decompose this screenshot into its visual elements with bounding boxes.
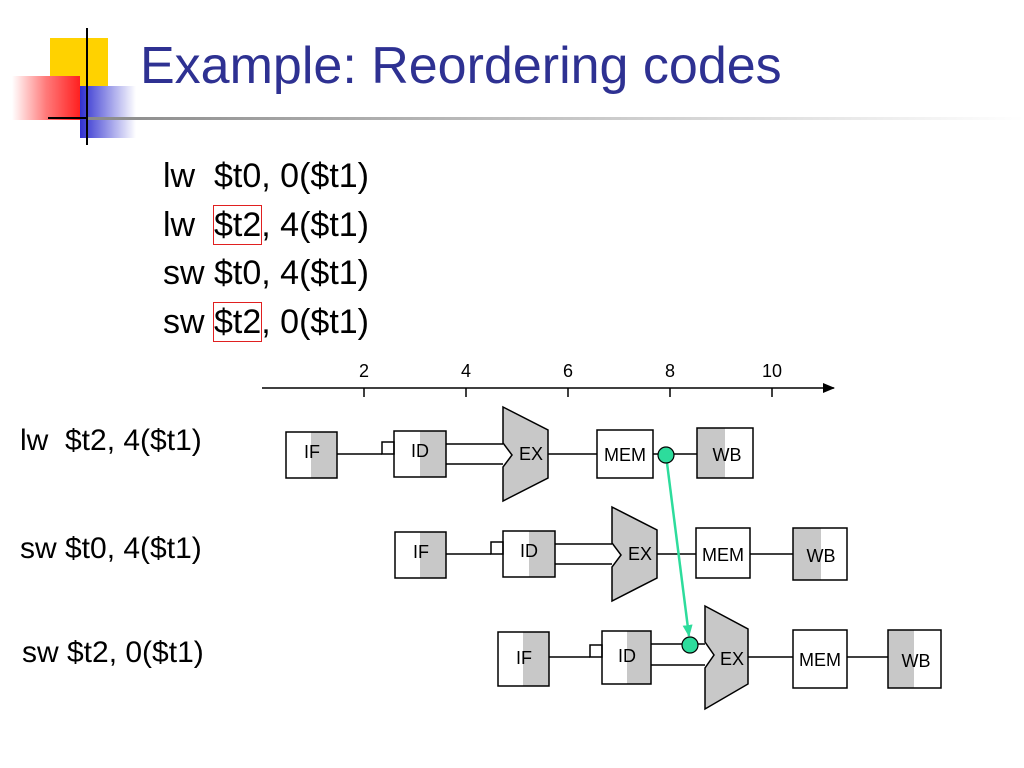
stage-id: ID: [411, 441, 429, 461]
code-register: $t0: [214, 157, 262, 195]
pipeline-row-label: sw $t2, 0($t1): [22, 636, 204, 669]
highlighted-register: $t2: [213, 301, 263, 342]
timeline-tick-label: 8: [665, 361, 675, 381]
stage-mem: MEM: [799, 650, 841, 670]
pipeline-row-label: sw $t0, 4($t1): [20, 532, 202, 565]
forwarding-target-dot: [681, 636, 699, 654]
stage-if: IF: [413, 542, 429, 562]
stage-if: IF: [304, 442, 320, 462]
code-line: lw $t2, 4($t1): [163, 201, 369, 250]
code-operands: , 4($t1): [261, 205, 369, 244]
pipeline-row: IF ID EX MEM WB: [497, 604, 942, 711]
timeline-tick-label: 4: [461, 361, 471, 381]
pipeline-row: IF ID EX MEM WB: [394, 505, 848, 603]
timeline-tick-label: 6: [563, 361, 573, 381]
stage-if: IF: [516, 648, 532, 668]
code-op: sw: [163, 254, 205, 292]
stage-mem: MEM: [702, 545, 744, 565]
stage-ex: EX: [628, 544, 652, 564]
stage-id: ID: [520, 541, 538, 561]
forwarding-source-dot: [657, 446, 675, 464]
highlighted-register: $t2: [213, 204, 263, 245]
code-op: lw: [163, 157, 196, 195]
code-operands: , 0($t1): [261, 157, 369, 195]
forwarding-path: [657, 446, 699, 654]
stage-wb: WB: [807, 546, 836, 566]
stage-wb: WB: [713, 445, 742, 465]
code-register: $t0: [214, 254, 262, 292]
code-line: lw $t0, 0($t1): [163, 152, 369, 201]
stage-mem: MEM: [604, 445, 646, 465]
code-op: lw: [163, 205, 196, 244]
timeline-tick-label: 10: [762, 361, 782, 381]
pipeline-row-label: lw $t2, 4($t1): [20, 424, 202, 457]
code-op: sw: [163, 302, 205, 341]
code-block: lw $t0, 0($t1) lw $t2, 4($t1) sw $t0, 4(…: [163, 152, 369, 346]
code-line: sw $t0, 4($t1): [163, 249, 369, 298]
code-line: sw $t2, 0($t1): [163, 298, 369, 347]
timeline-axis: 2 4 6 8 10: [262, 361, 835, 397]
stage-wb: WB: [902, 651, 931, 671]
timeline-tick-label: 2: [359, 361, 369, 381]
pipeline-row: IF ID EX MEM WB: [285, 405, 754, 503]
code-operands: , 0($t1): [261, 302, 369, 341]
stage-ex: EX: [720, 649, 744, 669]
slide-logo: [12, 28, 140, 145]
stage-ex: EX: [519, 444, 543, 464]
slide-title: Example: Reordering codes: [140, 37, 782, 95]
title-underline: [88, 117, 1024, 120]
stage-id: ID: [618, 646, 636, 666]
code-operands: , 4($t1): [261, 254, 369, 292]
